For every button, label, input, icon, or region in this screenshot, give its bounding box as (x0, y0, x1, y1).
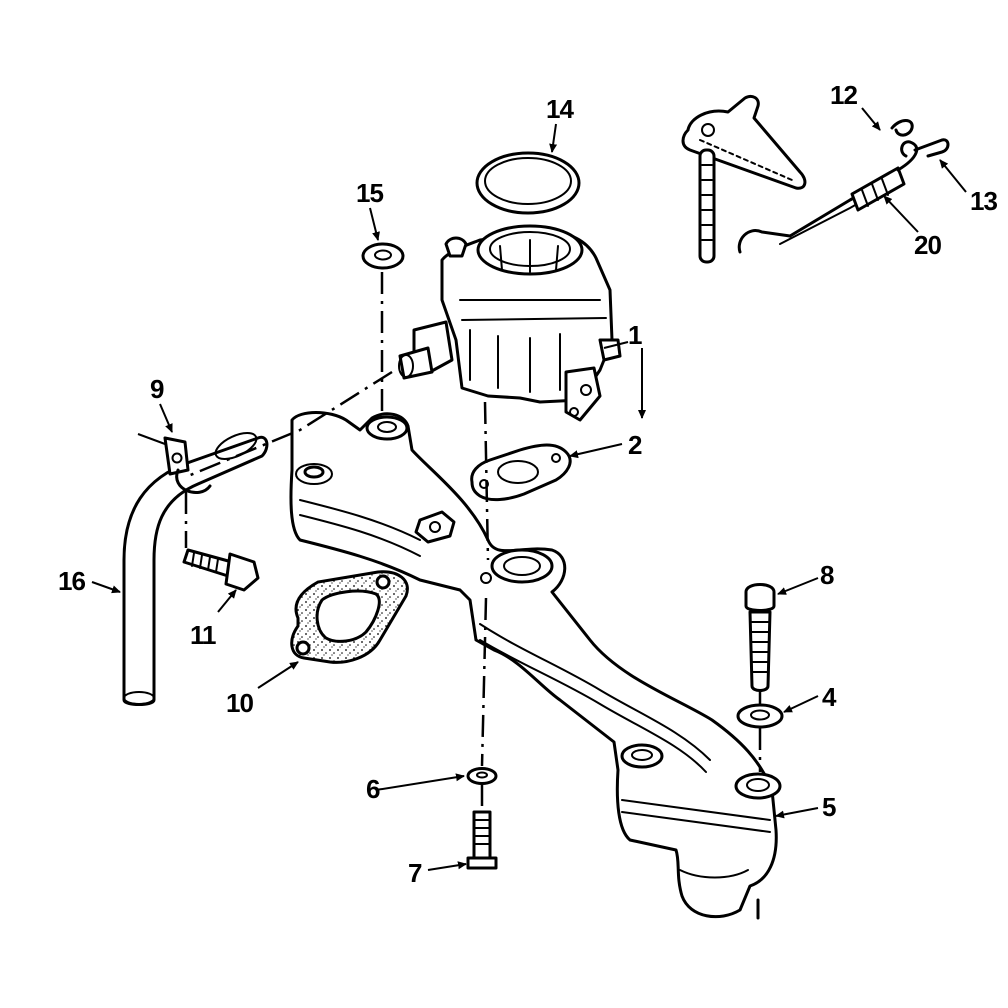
gasket-10 (290, 570, 409, 664)
callout-16: 16 (58, 566, 85, 596)
washer-4 (736, 703, 784, 729)
washer-6 (466, 767, 498, 785)
callout-7: 7 (408, 858, 422, 888)
callout-14: 14 (546, 94, 574, 124)
callout-12: 12 (830, 80, 857, 110)
callout-8: 8 (820, 560, 834, 590)
manifold-5 (289, 411, 782, 919)
callout-11: 11 (190, 620, 216, 650)
callout-4: 4 (822, 682, 837, 712)
rod-13 (913, 138, 950, 158)
o-ring-14 (475, 151, 581, 215)
throttle-spring-20 (737, 140, 919, 254)
callout-2: 2 (628, 430, 642, 460)
bolt-7 (466, 810, 498, 870)
callout-labels: 1 2 4 5 6 7 8 9 10 11 12 13 14 15 16 20 (58, 80, 998, 888)
callout-20: 20 (914, 230, 941, 260)
bracket-9 (137, 433, 212, 495)
callout-1: 1 (628, 320, 642, 350)
callout-5: 5 (822, 792, 836, 822)
leader-lines (91, 107, 967, 871)
callout-9: 9 (150, 374, 164, 404)
gasket-2 (470, 443, 572, 502)
bolt-8 (744, 583, 776, 692)
throttle-lever (681, 94, 807, 264)
callout-10: 10 (226, 688, 253, 718)
washer-15 (361, 242, 405, 270)
callout-13: 13 (970, 186, 997, 216)
carburetor-1 (398, 224, 622, 422)
callout-6: 6 (366, 774, 380, 804)
bolt-11 (182, 548, 260, 592)
clip-12 (890, 119, 914, 137)
alignment-lines (184, 272, 762, 920)
callout-15: 15 (356, 178, 383, 208)
